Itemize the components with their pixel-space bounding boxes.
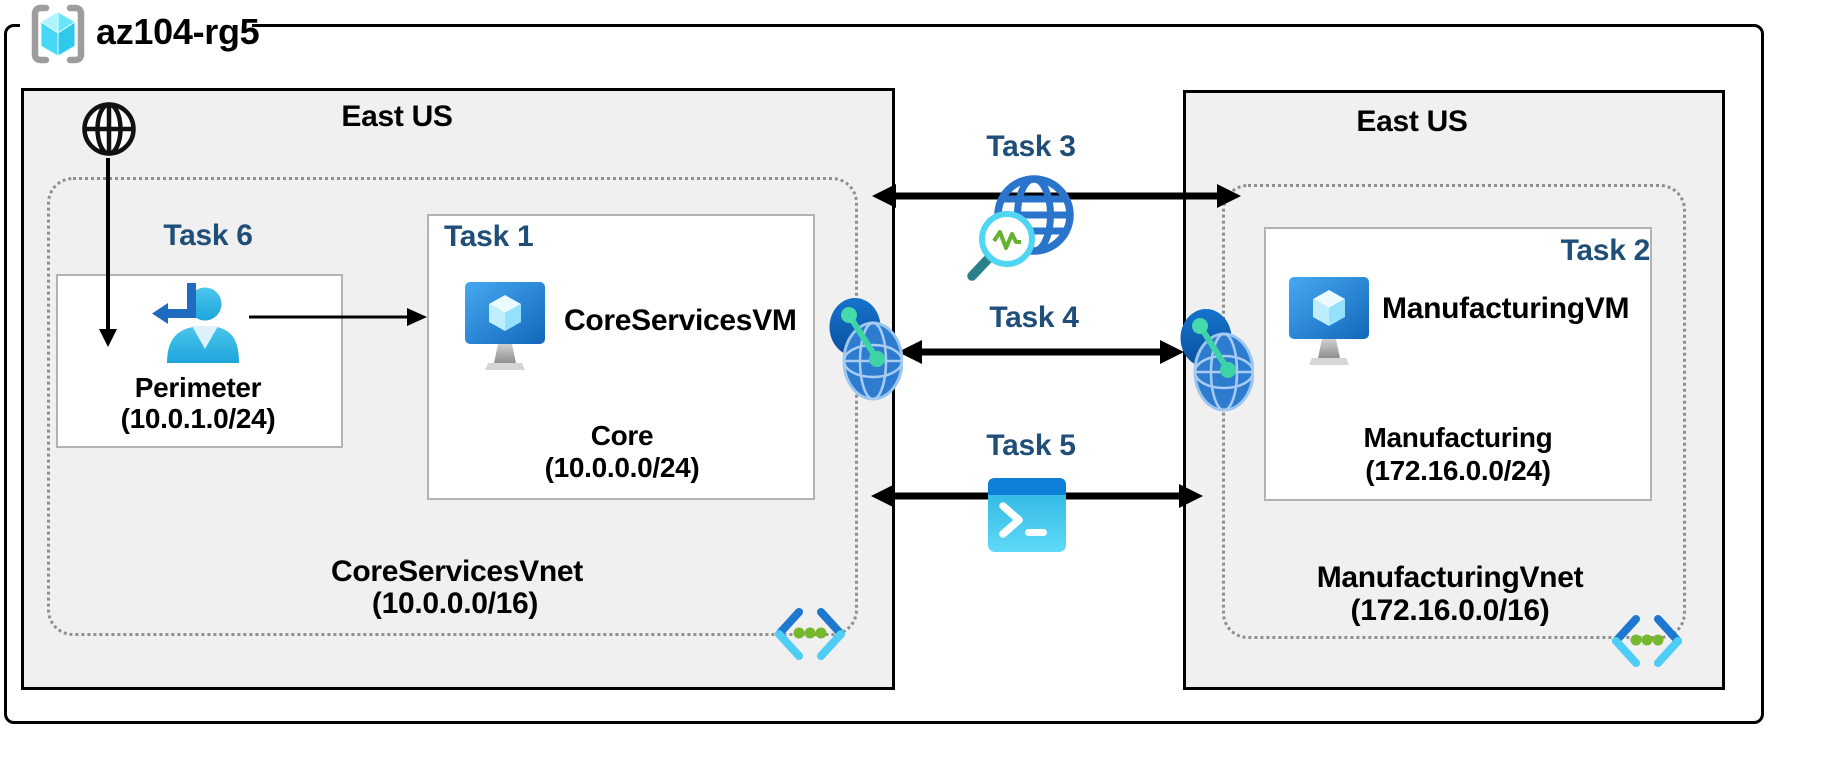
virtual-network-icon (775, 608, 845, 660)
core-subnet-name: Core (590, 420, 654, 451)
vnet-peering-icon (1180, 309, 1254, 412)
task5-label: Task 5 (986, 429, 1076, 462)
manufacturing-subnet-name: Manufacturing (1363, 422, 1553, 453)
cloud-shell-icon (988, 478, 1066, 552)
manufacturing-vnet-cidr: (172.16.0.0/16) (1350, 594, 1550, 627)
network-watcher-icon (967, 175, 1074, 281)
vnet-peering-icon (829, 298, 903, 401)
resource-group-icon (31, 4, 85, 64)
core-vnet-cidr: (10.0.0.0/16) (371, 587, 539, 620)
internet-globe-icon (82, 102, 136, 156)
region-title-right: East US (1356, 105, 1468, 138)
manufacturing-subnet-cidr: (172.16.0.0/24) (1365, 455, 1551, 486)
user-sign-in-icon (152, 283, 239, 363)
virtual-machine-icon (1289, 277, 1369, 365)
core-vnet-name: CoreServicesVnet (330, 555, 584, 588)
virtual-machine-icon (465, 282, 545, 370)
task3-label: Task 3 (986, 130, 1076, 163)
task2-label: Task 2 (1560, 234, 1651, 267)
manufacturing-vm-name: ManufacturingVM (1382, 292, 1630, 325)
virtual-network-icon (1612, 615, 1682, 667)
task1-label: Task 1 (444, 220, 534, 253)
core-subnet-box (427, 214, 815, 500)
manufacturing-subnet-box (1264, 227, 1652, 501)
region-title-left: East US (341, 100, 453, 133)
perimeter-subnet-name: Perimeter (134, 372, 262, 403)
core-services-vnet-boundary (47, 177, 858, 636)
manufacturing-vnet-boundary (1222, 184, 1686, 639)
task4-label: Task 4 (989, 301, 1079, 334)
resource-group-name: az104-rg5 (96, 11, 260, 52)
resource-group-border (4, 24, 1764, 724)
perimeter-subnet-cidr: (10.0.1.0/24) (120, 403, 276, 434)
manufacturing-vnet-name: ManufacturingVnet (1316, 561, 1584, 594)
core-vm-name: CoreServicesVM (564, 304, 797, 337)
core-subnet-cidr: (10.0.0.0/24) (544, 452, 700, 483)
task6-label: Task 6 (163, 219, 253, 252)
